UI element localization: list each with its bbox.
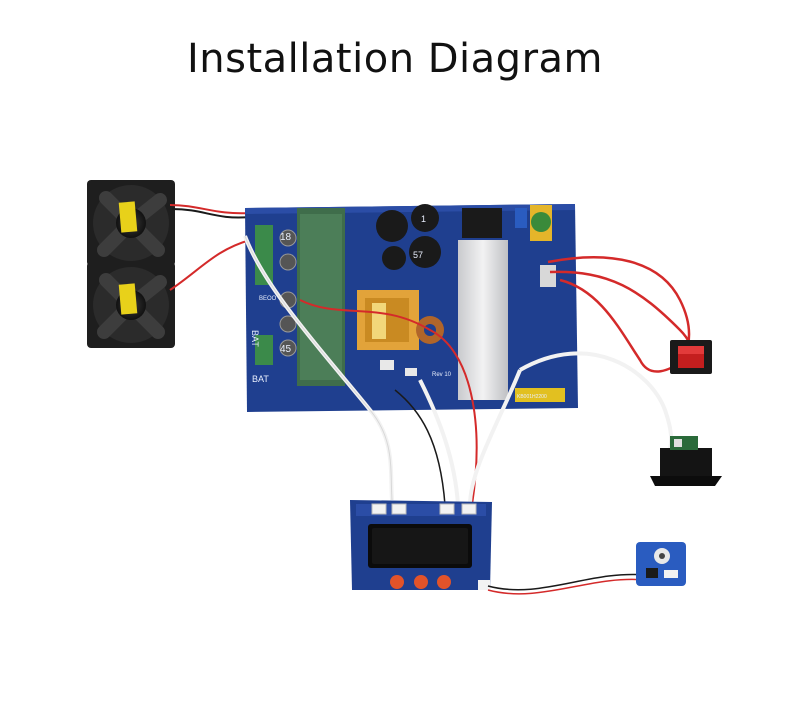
fan-label-sticker	[118, 283, 138, 315]
page-title: Installation Diagram	[187, 36, 603, 82]
bat-label-bottom: BAT	[252, 374, 269, 384]
voltage-meter	[650, 436, 722, 486]
cap-label-45: 45	[280, 344, 292, 355]
display-control-board	[350, 500, 492, 590]
cooling-fan-top	[87, 180, 175, 266]
rocker-switch	[670, 340, 712, 374]
chip-label: KB001H2200	[517, 394, 547, 400]
control-button-left	[390, 575, 404, 589]
temperature-sensor-board	[636, 542, 686, 586]
cooling-fan-bottom	[87, 262, 175, 348]
cap-label-1: 1	[421, 214, 426, 224]
main-inverter-board: BAT BAT 18 45 57 1 Rev 10 KB001H2200 BEO…	[245, 204, 578, 412]
cap-label-57: 57	[413, 250, 423, 260]
control-button-right	[437, 575, 451, 589]
fan-label-sticker	[118, 201, 138, 233]
cap-label-18: 18	[280, 232, 292, 243]
bat-label-top: BAT	[250, 330, 260, 347]
revision-label: Rev 10	[432, 372, 452, 378]
mosfet-label: BEOO	[259, 296, 277, 302]
control-button-middle	[414, 575, 428, 589]
heatsink	[458, 240, 508, 400]
